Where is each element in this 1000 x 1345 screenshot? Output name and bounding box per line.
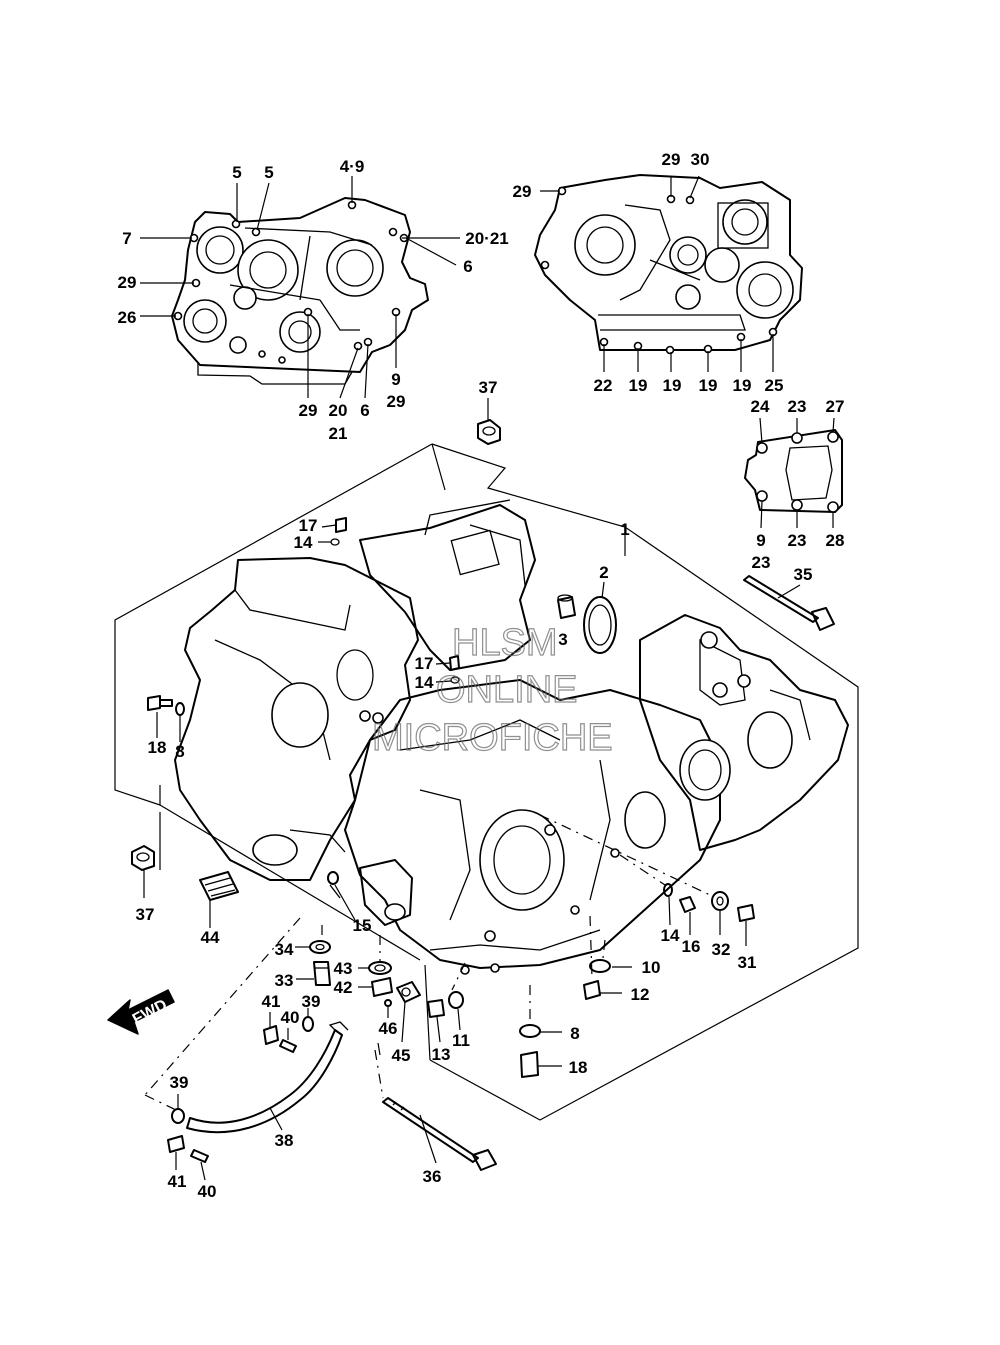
right-half-leader-lines [540,175,774,372]
callout-35: 35 [794,565,813,584]
callout-29a: 29 [387,392,406,411]
forward-direction-arrow: FWD [107,989,175,1035]
callout-36: 36 [423,1167,442,1186]
callout-5b: 5 [264,163,273,182]
callout-29d: 29 [662,150,681,169]
callout-13: 13 [432,1045,451,1064]
callout-38: 38 [275,1131,294,1150]
callout-19b: 19 [663,376,682,395]
callout-30: 30 [691,150,710,169]
callout-19d: 19 [733,376,752,395]
callout-6a: 6 [463,257,472,276]
callout-4-9: 4·9 [340,157,365,176]
callout-27: 27 [826,397,845,416]
callout-44: 44 [201,928,220,947]
callout-14b: 14 [415,673,434,692]
callout-39a: 39 [302,992,321,1011]
callout-23b: 23 [788,397,807,416]
callout-labels: 1 2 3 4·9 5 5 6 6 7 8 8 8 9 29 9 23 10 1… [118,150,845,1201]
callout-37b: 37 [136,905,155,924]
callout-19c: 19 [699,376,718,395]
callout-1: 1 [620,520,629,539]
callout-29b: 29 [118,273,137,292]
callout-9b: 9 [756,531,765,550]
callout-6b: 6 [360,401,369,420]
callout-14c: 14 [661,926,680,945]
callout-22: 22 [594,376,613,395]
callout-29e: 29 [513,182,532,201]
callout-11: 11 [452,1031,470,1050]
watermark-line-3: MICROFICHE [372,717,613,759]
callout-43: 43 [334,959,353,978]
callout-3: 3 [558,630,567,649]
callout-17b: 17 [415,654,434,673]
watermark: HLSM ONLINE MICROFICHE [371,621,613,759]
callout-42: 42 [334,978,353,997]
loose-parts [131,398,835,1181]
right-crankcase-half [534,174,803,355]
callout-39b: 39 [170,1073,189,1092]
callout-8b: 8 [570,1024,579,1043]
callout-16: 16 [682,937,701,956]
callout-29c: 29 [299,401,318,420]
callout-23c: 23 [788,531,807,550]
callout-21: 21 [329,424,348,443]
callout-37a: 37 [479,378,498,397]
callout-41b: 41 [168,1172,187,1191]
callout-32: 32 [712,940,731,959]
callout-17a: 17 [299,516,318,535]
callout-40a: 40 [281,1008,300,1027]
callout-46: 46 [379,1019,398,1038]
callout-9a: 9 [391,370,400,389]
callout-18a: 18 [148,738,167,757]
callout-15: 15 [353,916,372,935]
callout-33: 33 [275,971,294,990]
callout-7: 7 [122,229,131,248]
callout-28: 28 [826,531,845,550]
callout-34: 34 [275,940,294,959]
callout-31: 31 [738,953,757,972]
callout-5a: 5 [232,163,241,182]
callout-14a: 14 [294,533,313,552]
small-cover-plate [744,417,843,529]
callout-18b: 18 [569,1058,588,1077]
main-crankcase [174,499,849,975]
callout-8a: 8 [175,742,184,761]
callout-25: 25 [765,376,784,395]
callout-19a: 19 [629,376,648,395]
watermark-line-1: HLSM [452,622,558,664]
callout-10: 10 [642,958,661,977]
left-crankcase-half [171,197,429,385]
callout-40b: 40 [198,1182,217,1201]
assembly-outline [114,443,859,1121]
callout-26: 26 [118,308,137,327]
left-half-leader-lines [140,176,460,399]
callout-20-21: 20·21 [465,229,508,248]
watermark-line-2: ONLINE [436,669,577,711]
callout-2: 2 [599,563,608,582]
callout-45: 45 [392,1046,411,1065]
callout-23a: 23 [752,553,771,572]
callout-20: 20 [329,401,348,420]
callout-24: 24 [751,397,770,416]
callout-41a: 41 [262,992,281,1011]
callout-12: 12 [631,985,650,1004]
